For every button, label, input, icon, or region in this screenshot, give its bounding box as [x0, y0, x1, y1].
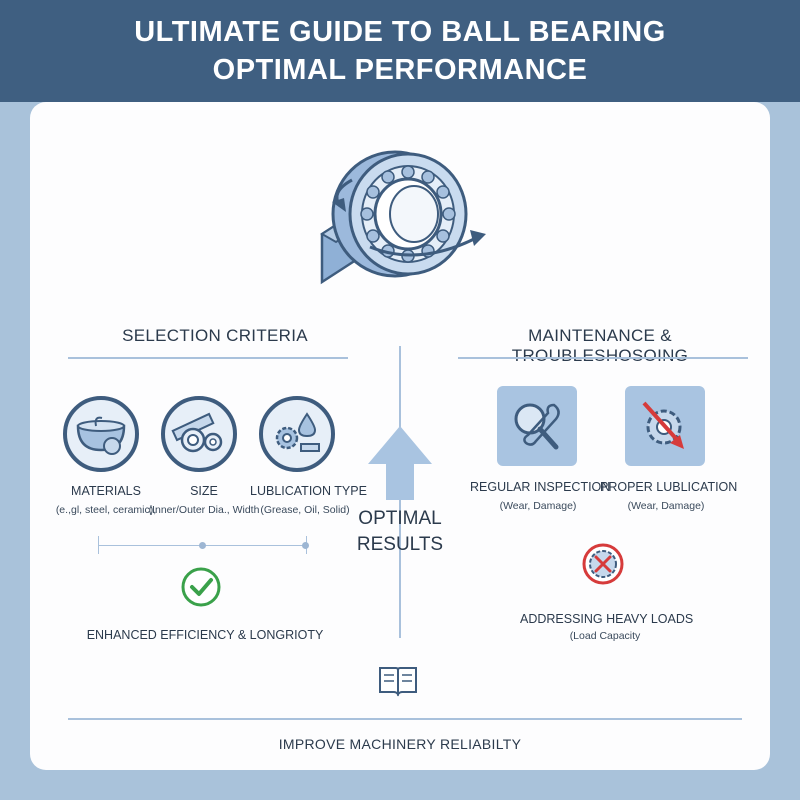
- lubrication-type-icon: [259, 396, 335, 472]
- size-icon: [161, 396, 237, 472]
- optimal-results-text: OPTIMAL RESULTS: [330, 506, 470, 558]
- title-line-1: ULTIMATE GUIDE TO BALL BEARING: [134, 16, 666, 48]
- bowl-sphere-icon: [76, 416, 126, 455]
- measure-rings-icon: [171, 412, 223, 453]
- connector-dot: [199, 542, 206, 549]
- optimal-text: OPTIMAL: [358, 508, 442, 529]
- proper-lubrication-detail: (Wear, Damage): [627, 500, 705, 512]
- heavy-loads-label: ADDRESSING HEAVY LOADS: [520, 612, 694, 626]
- footer-divider: [68, 718, 742, 720]
- footer-text: IMPROVE MACHINERY RELIABILTY: [278, 736, 522, 752]
- size-label: SIZE: [190, 484, 218, 498]
- inspection-icon: [497, 386, 577, 466]
- results-text: RESULTS: [356, 534, 444, 555]
- regular-inspection-label: REGULAR INSPECTION: [470, 480, 611, 494]
- maintenance-title: MAINTENANCE & TROUBLESHOSOING: [511, 326, 689, 365]
- lubrication-type-label: LUBLICATION TYPE: [250, 484, 367, 498]
- materials-detail: (e.,gl, steel, ceramic),: [55, 504, 157, 516]
- connector-tick: [98, 536, 99, 554]
- heavy-loads-detail: (Load Capacity: [569, 630, 641, 642]
- enhanced-efficiency-text: ENHANCED EFFICIENCY & LONGRIOTY: [86, 628, 324, 642]
- gear-arrow-icon: [642, 401, 684, 449]
- selection-criteria-title: SELECTION CRITERIA: [122, 326, 308, 345]
- gear-droplet-icon: [275, 412, 320, 452]
- magnifier-wrench-icon: [514, 403, 560, 450]
- proper-lubrication-label: PROPER LUBLICATION: [600, 480, 738, 494]
- lubrication-type-detail: (Grease, Oil, Solid): [260, 504, 350, 516]
- materials-label: MATERIALS: [71, 484, 141, 498]
- materials-icon: [63, 396, 139, 472]
- heavy-load-warning-icon: [582, 543, 624, 585]
- selection-divider: [68, 357, 348, 359]
- checkmark-icon: [181, 567, 221, 607]
- up-arrow-icon: [368, 426, 432, 500]
- regular-inspection-detail: (Wear, Damage): [499, 500, 577, 512]
- maintenance-divider: [458, 357, 748, 359]
- connector-dot: [302, 542, 309, 549]
- open-book-icon: [379, 667, 417, 697]
- header-banner: ULTIMATE GUIDE TO BALL BEARING OPTIMAL P…: [0, 0, 800, 102]
- content-card: SELECTION CRITERIA MATERIALS (e.,gl, ste…: [30, 102, 770, 770]
- size-detail: (Inner/Outer Dia., Width: [148, 504, 260, 516]
- lubrication-icon: [625, 386, 705, 466]
- title-line-2: OPTIMAL PERFORMANCE: [212, 54, 588, 86]
- ball-bearing-icon: [320, 150, 486, 285]
